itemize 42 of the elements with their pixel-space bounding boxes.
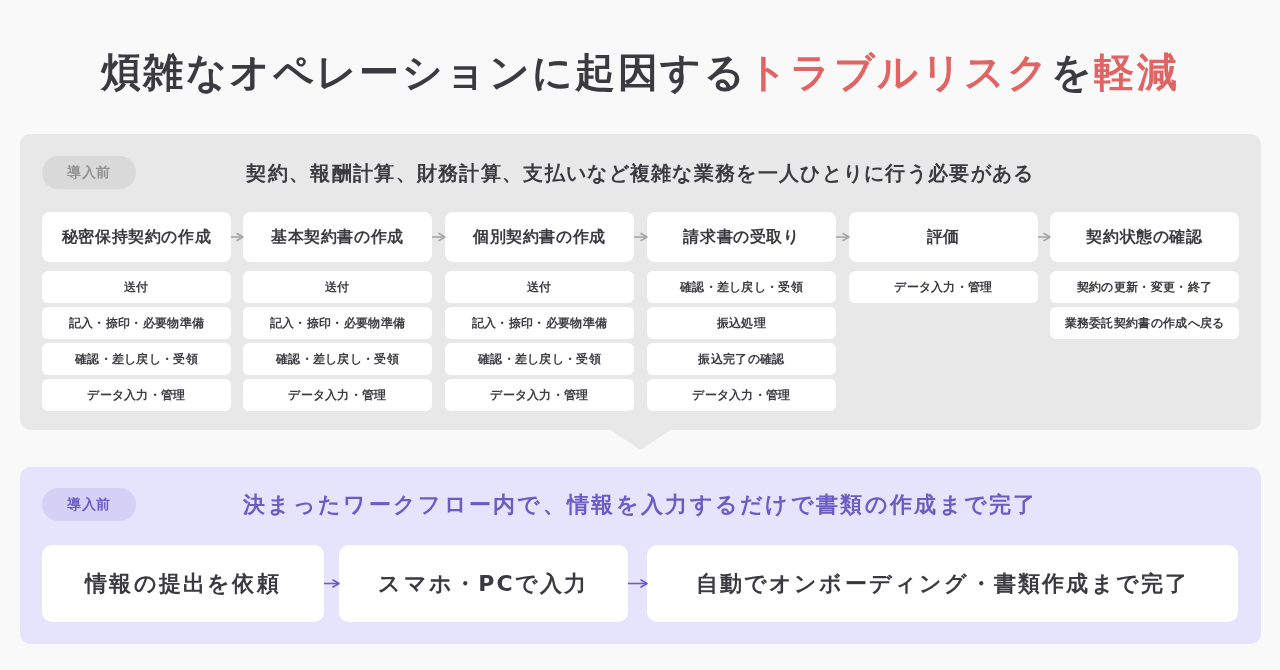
page-title: 煩雑なオペレーションに起因するトラブルリスクを軽減 [101, 48, 1179, 97]
task-item: 振込処理 [647, 307, 836, 339]
task-item: 記入・捺印・必要物準備 [445, 307, 634, 339]
task-item: 確認・差し戻し・受領 [42, 343, 231, 375]
process-panel [20, 467, 1261, 644]
flow-step: 自動でオンボーディング・書類作成まで完了 [647, 545, 1238, 622]
task-item: データ入力・管理 [42, 379, 231, 411]
step-header: 基本契約書の作成 [243, 212, 432, 262]
step-header: 個別契約書の作成 [445, 212, 634, 262]
task-item: データ入力・管理 [647, 379, 836, 411]
task-item: 確認・差し戻し・受領 [445, 343, 634, 375]
task-item: 送付 [42, 271, 231, 303]
task-item: 振込完了の確認 [647, 343, 836, 375]
step-header: 契約状態の確認 [1050, 212, 1239, 262]
arrow [230, 232, 244, 242]
flow-step: スマホ・PCで入力 [339, 545, 628, 622]
step-header: 秘密保持契約の作成 [42, 212, 231, 262]
task-item: 送付 [243, 271, 432, 303]
task-item: 確認・差し戻し・受領 [243, 343, 432, 375]
flow-step: 情報の提出を依頼 [42, 545, 324, 622]
arrow [431, 232, 446, 242]
arrow [627, 579, 648, 588]
task-item: 業務委託契約書の作成へ戻る [1050, 307, 1239, 339]
arrow [633, 232, 648, 242]
task-item: データ入力・管理 [243, 379, 432, 411]
step-header: 評価 [849, 212, 1038, 262]
task-item: データ入力・管理 [445, 379, 634, 411]
arrow [323, 579, 340, 588]
arrow [1037, 232, 1051, 242]
panel-heading: 決まったワークフロー内で、情報を入力するだけで書類の作成まで完了 [243, 491, 1038, 519]
task-item: 契約の更新・変更・終了 [1050, 271, 1239, 303]
panel-heading: 契約、報酬計算、財務計算、支払いなど複雑な業務を一人ひとりに行う必要がある [246, 160, 1035, 187]
task-item: 記入・捺印・必要物準備 [42, 307, 231, 339]
task-item: 確認・差し戻し・受領 [647, 271, 836, 303]
task-item: 送付 [445, 271, 634, 303]
task-item: 記入・捺印・必要物準備 [243, 307, 432, 339]
step-header: 請求書の受取り [647, 212, 836, 262]
task-item: データ入力・管理 [849, 271, 1038, 303]
arrow [835, 232, 850, 242]
phase-tag: 導入前 [42, 488, 136, 521]
phase-tag: 導入前 [42, 156, 136, 189]
process-panel [20, 134, 1261, 430]
